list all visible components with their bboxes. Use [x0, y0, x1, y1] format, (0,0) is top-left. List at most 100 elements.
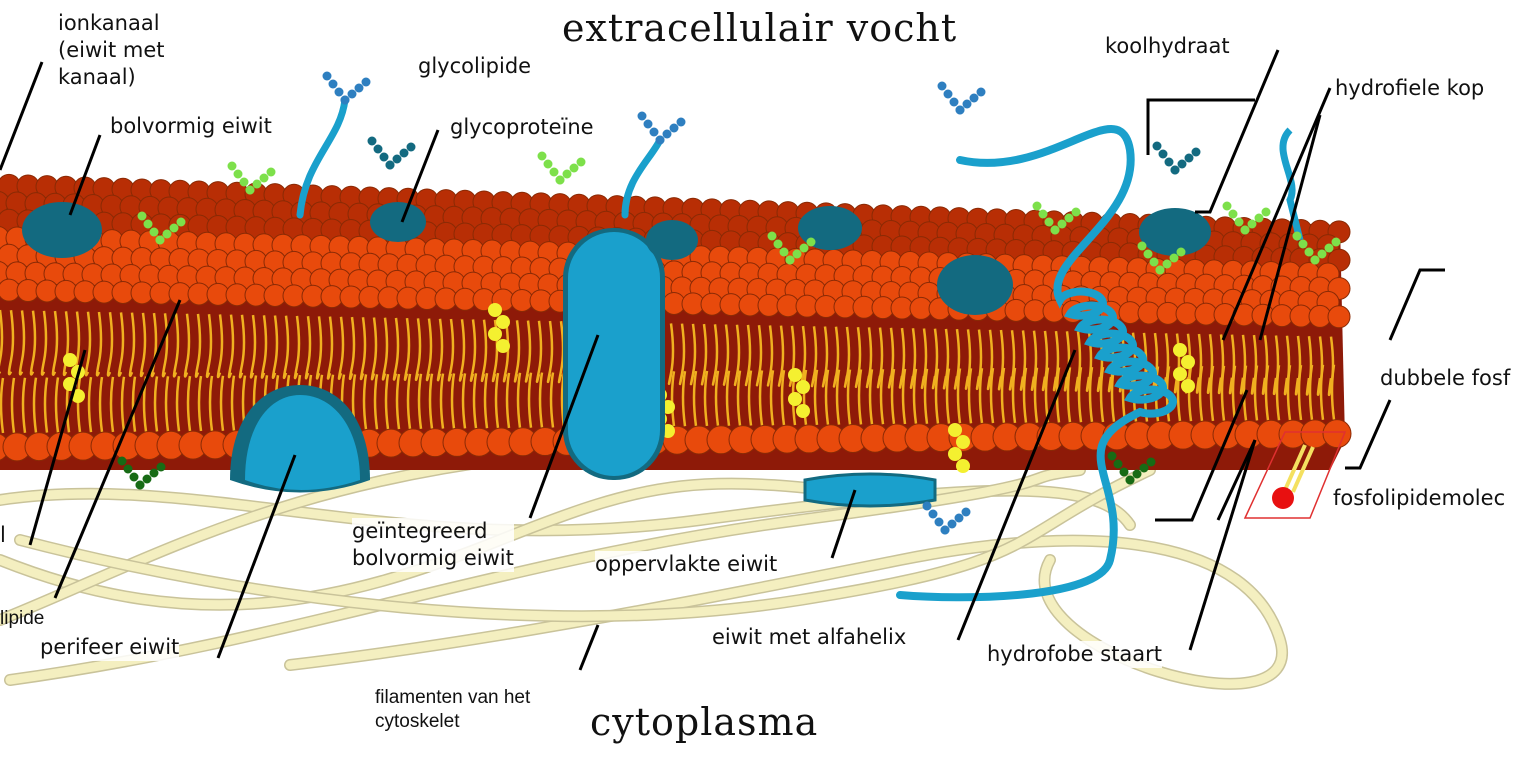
hydrophobic-tail: [403, 317, 411, 381]
hydrophobic-tail: [975, 329, 983, 391]
hydrophobic-tail: [711, 324, 719, 386]
hydrophilic-head: [1327, 305, 1351, 329]
leader-line: [1221, 87, 1332, 341]
carbohydrate: [937, 81, 947, 91]
carbohydrate: [1324, 243, 1334, 253]
cholesterol: [956, 459, 970, 473]
hydrophobic-tail: [1286, 364, 1292, 421]
carbohydrate: [379, 152, 389, 162]
leader-line: [1258, 114, 1322, 341]
carbohydrate: [1057, 219, 1067, 229]
hydrophobic-tail: [315, 316, 323, 380]
globular-protein: [1139, 208, 1211, 256]
label-cytoskeleton-filaments: filamenten van het cytoskelet: [375, 687, 531, 732]
globular-protein: [370, 202, 426, 242]
cholesterol: [796, 404, 810, 418]
carbohydrate: [252, 179, 262, 189]
hydrophobic-tail: [348, 316, 356, 381]
hydrophobic-tail: [1209, 365, 1215, 422]
hydrophobic-tail: [381, 317, 389, 381]
carbohydrate: [947, 519, 957, 529]
hydrophobic-tail: [1022, 367, 1028, 423]
hydrophobic-tail: [1242, 365, 1248, 421]
cholesterol: [488, 303, 502, 317]
hydrophobic-tail: [843, 326, 851, 388]
hydrophobic-tail: [384, 373, 390, 430]
hydrophobic-tail: [953, 328, 961, 390]
carbohydrate: [123, 464, 133, 474]
hydrophobic-tail: [1198, 365, 1204, 422]
carbohydrate: [779, 247, 789, 257]
hydrophobic-tail: [362, 374, 368, 430]
hydrophobic-tail: [989, 367, 995, 424]
hydrophobic-tail: [909, 328, 917, 389]
hydrophobic-tail: [835, 369, 841, 425]
hydrophobic-tail: [901, 368, 907, 425]
phospholipid-molecule-box: [1243, 431, 1347, 519]
hydrophobic-tail: [472, 373, 478, 429]
filament: [15, 465, 1155, 621]
carbohydrate: [767, 231, 777, 241]
hydrophobic-tail: [139, 312, 147, 378]
hydrophobic-tail: [128, 312, 136, 377]
hydrophobic-tail: [109, 376, 115, 433]
hydrophobic-tail: [777, 325, 785, 387]
hydrophobic-tail: [1066, 367, 1072, 423]
carbohydrate: [961, 507, 971, 517]
carbohydrate: [169, 223, 179, 233]
hydrophobic-tail: [18, 310, 26, 376]
cholesterol: [496, 315, 510, 329]
carbohydrate: [1164, 157, 1174, 167]
hydrophobic-tail: [414, 318, 422, 382]
hydrophobic-tail: [216, 314, 224, 379]
carbohydrate: [662, 129, 672, 139]
hydrophobic-tail: [43, 377, 49, 433]
hydrophobic-tail: [986, 329, 994, 391]
hydrophobic-tail: [1033, 367, 1039, 423]
carbohydrate: [1155, 265, 1165, 275]
label-hydrophilic-head: hydrofiele kop: [1335, 75, 1485, 102]
proteins: [22, 71, 1347, 602]
hydrophobic-tail: [857, 369, 863, 425]
carbohydrate: [1139, 463, 1149, 473]
carbohydrate: [1292, 231, 1302, 241]
carbohydrate: [1107, 451, 1117, 461]
label-cut-left-1: l: [0, 523, 6, 547]
hydrophobic-tail: [84, 311, 92, 377]
hydrophobic-tail: [821, 326, 829, 388]
hydrophobic-tail: [373, 374, 379, 430]
hydrophobic-tail: [769, 370, 775, 426]
carbohydrate: [1032, 201, 1042, 211]
leader-line: [0, 61, 44, 171]
label-glycoprotein: glycoproteïne: [450, 114, 594, 141]
carbohydrate: [569, 163, 579, 173]
carbohydrate: [155, 235, 165, 245]
label-phospholipid-molecule: fosfolipidemolec: [1333, 485, 1506, 512]
leader-line: [1188, 439, 1257, 651]
cholesterol: [488, 327, 502, 341]
carbohydrate: [322, 71, 332, 81]
hydrophobic-tail: [810, 326, 818, 388]
hydrophobic-tail: [282, 315, 290, 380]
carbohydrate: [637, 111, 647, 121]
carbohydrate: [806, 237, 816, 247]
carbohydrate: [259, 173, 269, 183]
carbohydrate: [543, 159, 553, 169]
carbohydrate: [962, 99, 972, 109]
cholesterol: [1181, 355, 1195, 369]
hydrophobic-tail: [824, 369, 830, 425]
carbohydrate: [949, 97, 959, 107]
carbohydrate: [785, 255, 795, 265]
cholesterol: [63, 353, 77, 367]
carbohydrate: [928, 509, 938, 519]
leader-line: [578, 624, 600, 671]
cholesterol: [1173, 343, 1187, 357]
leader-line: [1146, 98, 1255, 155]
hydrophobic-tail: [964, 329, 972, 390]
hydrophobic-tail: [183, 313, 191, 378]
label-cut-left-2: lipide: [0, 608, 45, 629]
hydrophobic-tail: [197, 375, 203, 432]
title-extracellular-fluid: extracellulair vocht: [562, 6, 958, 50]
cytoskeleton-filaments: [0, 444, 1288, 690]
